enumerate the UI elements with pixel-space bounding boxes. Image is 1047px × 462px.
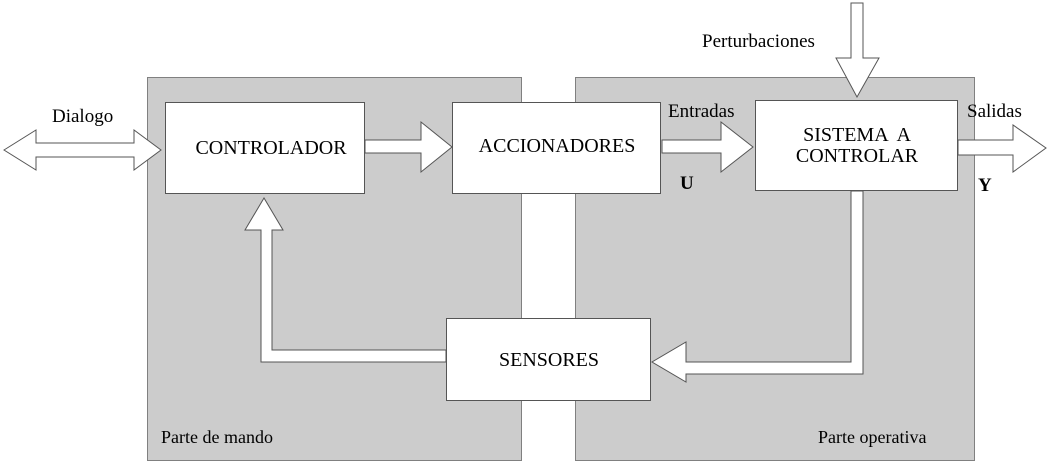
- accionadores-label: ACCIONADORES: [478, 134, 636, 157]
- arrow-salidas: [957, 124, 1047, 173]
- arrow-perturbaciones: [835, 2, 880, 99]
- dialogo-double-arrow: [3, 129, 162, 171]
- sistema-label: SISTEMA A CONTROLAR: [756, 101, 958, 191]
- salidas-label: Salidas: [967, 101, 1022, 122]
- arrow-sensores-to-controlador: [244, 197, 447, 363]
- sistema-line1: SISTEMA A: [803, 124, 911, 146]
- arrow-entradas: [661, 120, 754, 174]
- dialogo-label: Dialogo: [52, 106, 114, 127]
- arrow-feedback-to-sensores: [651, 190, 864, 383]
- u-label: U: [680, 173, 694, 194]
- block-sensores: [446, 318, 651, 401]
- sensores-label: SENSORES: [498, 348, 600, 371]
- block-controlador: [165, 102, 365, 194]
- sistema-line2: CONTROLAR: [795, 145, 919, 167]
- block-accionadores: [452, 102, 661, 194]
- arrow-controlador-to-accionadores: [364, 120, 453, 174]
- y-label: Y: [978, 175, 992, 196]
- parte-de-mando-label: Parte de mando: [161, 427, 273, 447]
- parte-operativa-label: Parte operativa: [818, 427, 927, 447]
- perturbaciones-label: Perturbaciones: [702, 31, 815, 52]
- entradas-label: Entradas: [668, 101, 735, 122]
- block-sistema-a-controlar: [755, 100, 958, 191]
- controlador-label: CONTROLADOR: [195, 137, 347, 159]
